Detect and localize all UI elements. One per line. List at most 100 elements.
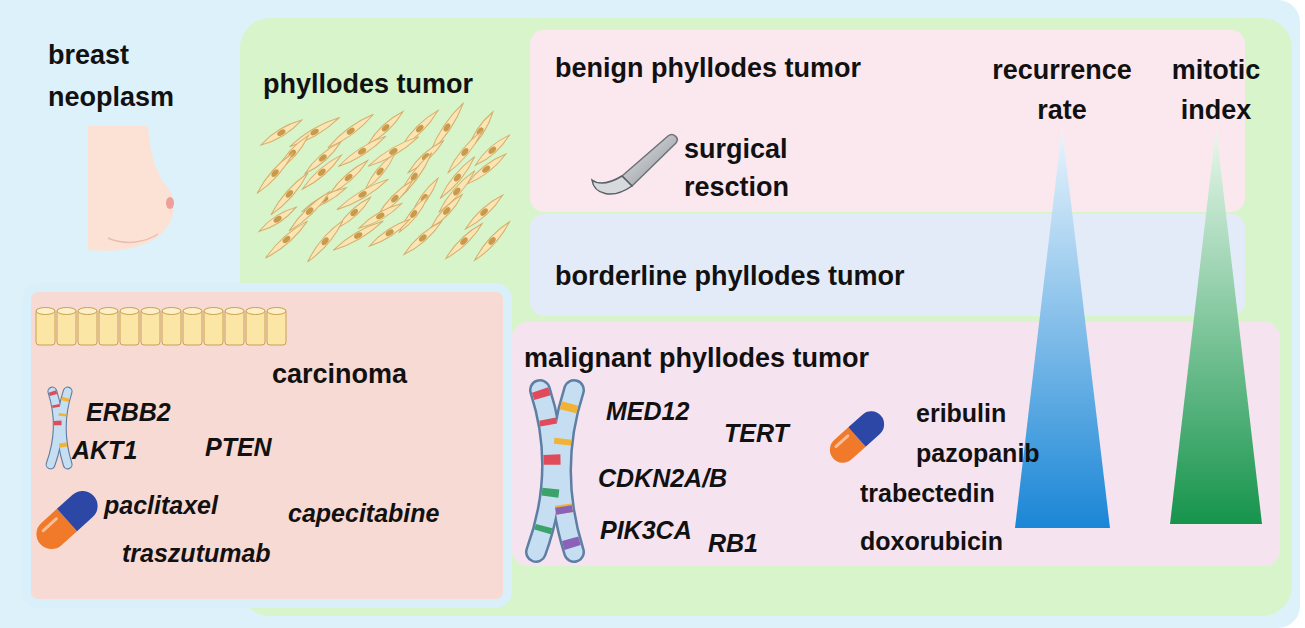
region-term: doxorubicin xyxy=(860,526,1003,556)
text-slot: CDKN2A/B xyxy=(598,463,748,493)
text-slot: breast neoplasm xyxy=(48,34,198,118)
spindle-cell xyxy=(335,176,390,213)
grade-band: benign phyllodes tumor surgical resction xyxy=(530,30,1245,212)
text-slot: doxorubicin xyxy=(860,526,1010,556)
mitotic-triangle xyxy=(1170,128,1262,524)
region-heading: breast neoplasm xyxy=(48,34,198,118)
region-term: surgical resction xyxy=(684,130,809,206)
region-term: TERT xyxy=(724,418,789,448)
spindle-cell xyxy=(407,176,440,219)
region-term: capecitabine xyxy=(288,498,439,528)
region-term: MED12 xyxy=(606,396,689,426)
spindle-cell xyxy=(287,189,333,234)
grade-band: borderline phyllodes tumor xyxy=(530,214,1245,316)
spindle-cells xyxy=(254,101,512,264)
region-heading: borderline phyllodes tumor xyxy=(555,256,905,296)
region-term: AKT1 xyxy=(72,435,137,465)
pill-icon xyxy=(30,485,104,555)
region-term: PTEN xyxy=(205,432,272,462)
columnar-cell xyxy=(36,308,55,346)
spindle-cell xyxy=(363,151,398,191)
columnar-cell xyxy=(267,308,286,346)
spindle-cell xyxy=(406,138,446,175)
text-slot: borderline phyllodes tumor xyxy=(555,256,985,296)
spindle-cell xyxy=(394,151,435,203)
spindle-cell xyxy=(366,109,406,147)
text-slot: PTEN xyxy=(205,432,295,462)
text-slot: traszutumab xyxy=(122,538,312,568)
region-heading: carcinoma xyxy=(272,354,407,394)
label-slot: mitotic index xyxy=(1156,50,1276,130)
text-slot: capecitabine xyxy=(288,498,468,528)
columnar-cell xyxy=(162,308,181,346)
spindle-cell xyxy=(257,204,298,234)
spindle-cell xyxy=(366,134,420,170)
region-term: pazopanib xyxy=(916,438,1040,468)
grade-band: malignant phyllodes tumorMED12TERT CDKN2A… xyxy=(512,322,1280,566)
carcinoma-region: carcinomaERBB2AKT1 PTEN paclitaxel capecita… xyxy=(22,283,512,608)
text-slot: surgical resction xyxy=(684,130,809,206)
spindle-cell xyxy=(327,158,370,197)
spindle-cell xyxy=(463,192,505,231)
spindle-cell xyxy=(427,101,466,154)
spindle-cell xyxy=(464,151,508,187)
text-slot: benign phyllodes tumor xyxy=(555,48,935,88)
columnar-cell xyxy=(141,308,160,346)
spindle-cell xyxy=(436,168,477,214)
spindle-cell xyxy=(443,221,484,261)
columnar-cell xyxy=(120,308,139,346)
spindle-cell xyxy=(259,117,304,148)
spindle-cell xyxy=(445,129,485,176)
spindle-cell xyxy=(288,114,342,149)
spindle-cell xyxy=(473,133,512,168)
region-term: trabectedin xyxy=(860,478,995,508)
text-slot: pazopanib xyxy=(916,438,1066,468)
recurrence-triangle xyxy=(1015,128,1110,528)
text-slot: PIK3CA xyxy=(600,515,710,545)
columnar-cell xyxy=(99,308,118,346)
text-slot: AKT1 xyxy=(72,435,162,465)
spindle-cell xyxy=(326,111,376,150)
spindle-cell xyxy=(399,108,441,149)
region-term: traszutumab xyxy=(122,538,271,568)
columnar-cell xyxy=(246,308,265,346)
columnar-epithelium xyxy=(36,308,286,346)
spindle-cell xyxy=(336,133,387,169)
spindle-cell xyxy=(305,218,346,264)
text-slot: carcinoma xyxy=(272,354,432,394)
text-slot: TERT xyxy=(724,418,814,448)
text-slot: eribulin xyxy=(916,398,1046,428)
spindle-cell xyxy=(274,133,312,174)
spindle-cell xyxy=(367,216,412,249)
region-term: paclitaxel xyxy=(104,490,218,520)
breast-illustration xyxy=(88,126,174,251)
columnar-cell xyxy=(78,308,97,346)
label-slot: recurrence rate xyxy=(977,50,1147,130)
text-slot: RB1 xyxy=(708,528,788,558)
pill-icon xyxy=(825,406,890,468)
breast-shape xyxy=(88,126,174,251)
spindle-cell xyxy=(472,219,512,262)
region-term: ERBB2 xyxy=(86,397,171,427)
region-term: CDKN2A/B xyxy=(598,463,727,493)
text-slot: phyllodes tumor xyxy=(263,64,523,104)
text-slot: paclitaxel xyxy=(104,490,254,520)
region-heading: malignant phyllodes tumor xyxy=(524,338,869,378)
spindle-cell xyxy=(331,218,385,253)
spindle-cell xyxy=(268,171,310,217)
region-heading: benign phyllodes tumor xyxy=(555,48,861,88)
spindle-cell xyxy=(397,194,431,235)
spindle-cell xyxy=(402,219,444,257)
columnar-cell xyxy=(183,308,202,346)
spindle-cell xyxy=(254,150,295,195)
chromosome-icon xyxy=(536,390,574,552)
columnar-cell xyxy=(57,308,76,346)
region-heading: phyllodes tumor xyxy=(263,64,473,104)
text-slot: malignant phyllodes tumor xyxy=(524,338,944,378)
region-term: RB1 xyxy=(708,528,758,558)
spindle-cell xyxy=(301,185,348,215)
text-slot: MED12 xyxy=(606,396,716,426)
spindle-cell xyxy=(437,154,477,200)
